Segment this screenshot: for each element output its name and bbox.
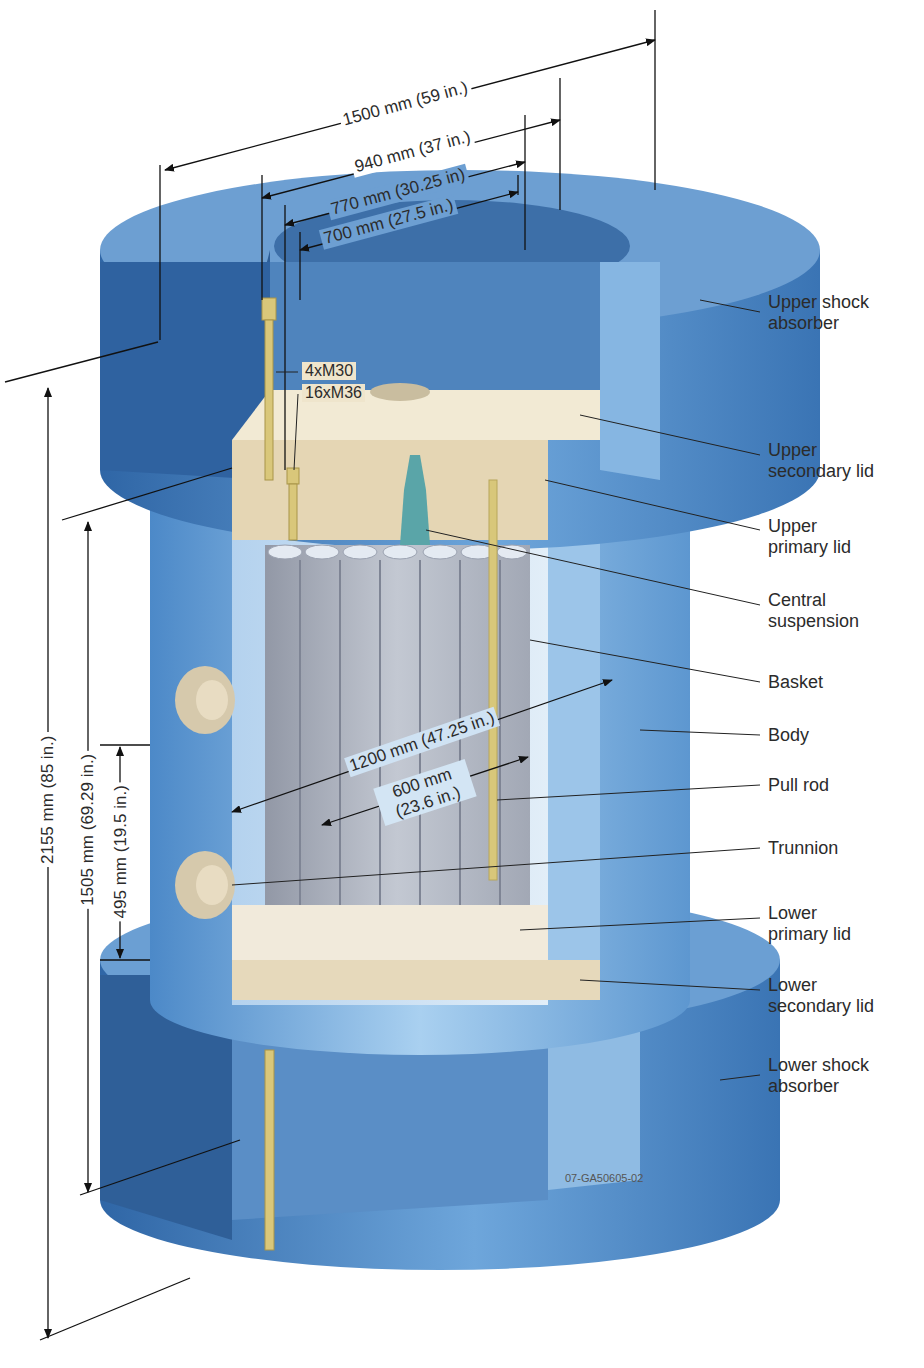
figure-id: 07-GA50605-02	[565, 1172, 643, 1185]
part-label: Trunnion	[768, 838, 838, 859]
bolt-label: 4xM30	[302, 362, 356, 380]
part-label: Lower secondary lid	[768, 975, 888, 1016]
part-label: Pull rod	[768, 775, 829, 796]
leader-lines	[232, 300, 760, 1080]
dimension-label: 1500 mm (59 in.)	[337, 77, 472, 131]
upper-shock-absorber	[100, 170, 820, 550]
lids	[232, 383, 600, 1000]
trunnions	[175, 666, 235, 919]
part-label: Lower primary lid	[768, 903, 878, 944]
part-label: Upper secondary lid	[768, 440, 888, 481]
part-label: Lower shock absorber	[768, 1055, 888, 1096]
dimension-label: 2155 mm (85 in.)	[38, 733, 58, 868]
part-label: Upper shock absorber	[768, 292, 888, 333]
dimension-lines	[5, 10, 655, 1340]
dimension-label: 495 mm (19.5 in.)	[110, 782, 130, 921]
bolt-label: 16xM36	[302, 384, 365, 402]
part-label: Upper primary lid	[768, 516, 878, 557]
part-label: Central suspension	[768, 590, 888, 631]
pull-rod	[489, 480, 497, 880]
central-suspension	[400, 455, 430, 545]
dimension-label: 1505 mm (69.29 in.)	[78, 751, 98, 909]
part-label: Basket	[768, 672, 823, 693]
bolts	[262, 298, 299, 1250]
part-label: Body	[768, 725, 809, 746]
